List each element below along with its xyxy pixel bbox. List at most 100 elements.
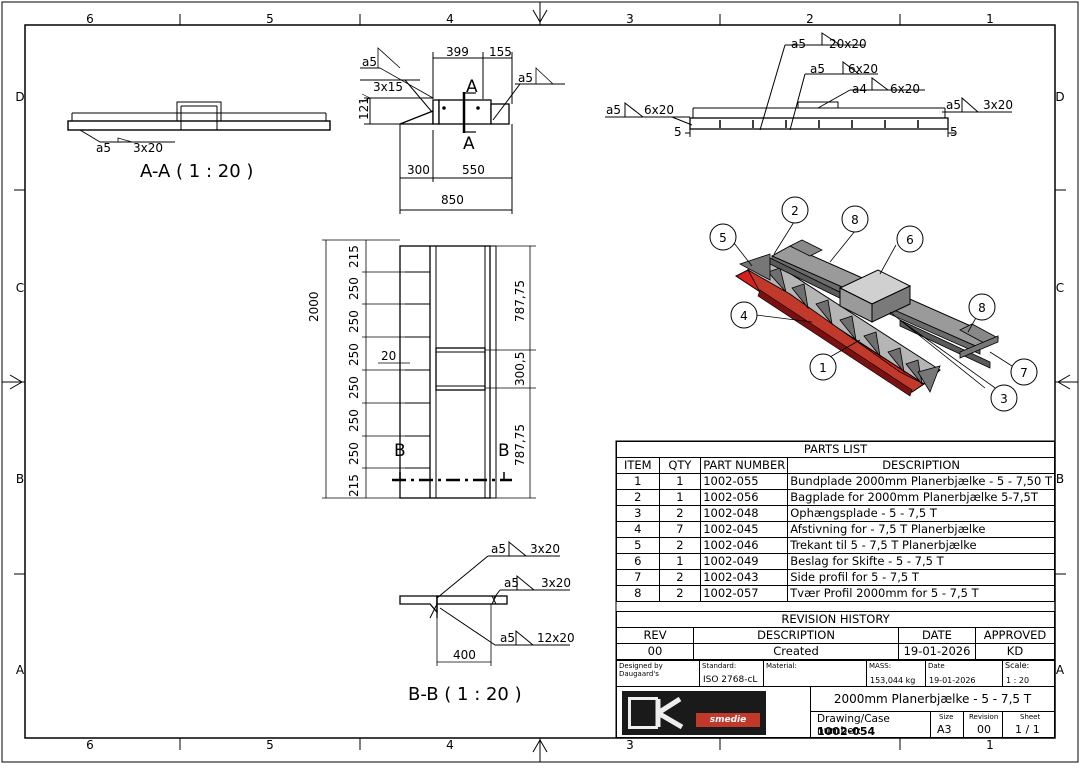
parts-list-table: PARTS LIST ITEM QTY PART NUMBER DESCRIPT…: [616, 441, 1055, 602]
cell: 7: [616, 569, 660, 586]
rev-header: APPROVED: [975, 627, 1055, 644]
weld-size: 6x20: [644, 103, 674, 117]
dimension: 215: [347, 245, 361, 268]
field-label: Sheet: [1020, 713, 1041, 721]
zone-col: 4: [446, 738, 454, 752]
dimension: 2000: [307, 291, 321, 322]
section-label: B: [394, 441, 406, 461]
material-cell: Material:: [763, 660, 867, 687]
weld-size: 3x20: [133, 141, 163, 155]
rev-header: DESCRIPTION: [693, 627, 899, 644]
cell: KD: [975, 643, 1055, 660]
cell: 3: [616, 505, 660, 522]
logo-mark-icon: [628, 697, 658, 729]
view-label-bb: B-B ( 1 : 20 ): [408, 684, 522, 705]
cell: 1002-056: [700, 489, 789, 506]
dimension: 550: [462, 163, 485, 177]
parts-header-description: DESCRIPTION: [787, 457, 1055, 474]
section-label: B: [498, 441, 510, 461]
field-label: Standard:: [702, 662, 737, 670]
zone-col: 3: [626, 12, 634, 26]
standard-cell: Standard: ISO 2768-cL: [699, 660, 764, 687]
cell: 19-01-2026: [898, 643, 976, 660]
field-label: MASS:: [869, 662, 892, 670]
company-logo: smedie: [622, 691, 766, 735]
revision-cell: Revision 00: [963, 711, 1003, 738]
revision-history-title: REVISION HISTORY: [616, 611, 1055, 628]
sheet-cell: Sheet 1 / 1: [1002, 711, 1055, 738]
weld-size: 3x20: [530, 542, 560, 556]
dimension: 250: [347, 409, 361, 432]
weld-size: 12x20: [537, 631, 575, 645]
logo-text: smedie: [696, 713, 760, 727]
zone-col: 3: [626, 738, 634, 752]
balloon-8b: [968, 293, 996, 321]
balloon-2: [781, 196, 809, 224]
field-label: Revision: [969, 713, 999, 721]
zone-row: B: [1056, 472, 1064, 486]
date-cell: Date 19-01-2026: [925, 660, 1003, 687]
view-label-aa: A-A ( 1 : 20 ): [140, 161, 253, 182]
zone-row: D: [1055, 90, 1064, 104]
balloon-6: [896, 225, 924, 253]
mass-cell: MASS: 153,044 kg: [866, 660, 926, 687]
balloon-7: [1010, 358, 1038, 386]
dimension: 121: [357, 97, 371, 120]
dimension: 5: [674, 125, 682, 139]
cell: Tvær Profil 2000mm for 5 - 7,5 T: [787, 585, 1055, 602]
field-label: Date: [928, 662, 945, 670]
dimension: 250: [347, 376, 361, 399]
balloon-label: 4: [740, 309, 748, 323]
weld-size: 6x20: [890, 82, 920, 96]
balloon-3: [990, 384, 1018, 412]
zone-col: 6: [86, 12, 94, 26]
size-cell: Size A3: [930, 711, 964, 738]
dimension: 850: [441, 193, 464, 207]
field-value: 153,044 kg: [870, 676, 916, 685]
logo-cell: smedie: [616, 686, 811, 738]
balloon-5: [709, 223, 737, 251]
dimension: 155: [489, 45, 512, 59]
annotations: A-A ( 1 : 20 ) B-B ( 1 : 20 ) a5 3x20 39…: [96, 37, 1013, 705]
cell: 1002-046: [700, 537, 789, 554]
field-label: Drawing/Case number:: [817, 713, 890, 737]
field-value: 1 : 20: [1006, 676, 1030, 685]
zone-col: 1: [986, 738, 994, 752]
balloon-leaders: [733, 221, 1013, 391]
dimension: 787,75: [513, 424, 527, 466]
scale-cell: Scale: 1 : 20: [1002, 660, 1055, 687]
field-value: 00: [977, 723, 991, 736]
parts-list-title: PARTS LIST: [616, 441, 1055, 458]
balloon-8a: [841, 205, 869, 233]
zone-row: A: [16, 663, 25, 677]
dimension: 20: [381, 349, 396, 363]
isometric-view: [735, 239, 1000, 397]
cell: 2: [658, 505, 702, 522]
dimension: 300: [407, 163, 430, 177]
field-value: Daugaard's: [619, 670, 659, 678]
cell: Side profil for 5 - 7,5 T: [787, 569, 1055, 586]
cell: 7: [658, 521, 702, 538]
balloon-label: 1: [819, 361, 827, 375]
cell: 00: [616, 643, 694, 660]
cell: 1002-055: [700, 473, 789, 490]
cell: 2: [658, 537, 702, 554]
cell: 1002-048: [700, 505, 789, 522]
zone-col: 2: [806, 12, 814, 26]
zone-row: B: [16, 472, 24, 486]
cell: 4: [616, 521, 660, 538]
dimension: 250: [347, 310, 361, 333]
parts-header-part-number: PART NUMBER: [700, 457, 789, 474]
cell: Afstivning for - 7,5 T Planerbjælke: [787, 521, 1055, 538]
dimension: 5: [950, 125, 958, 139]
cell: 1: [616, 473, 660, 490]
field-label: Size: [939, 713, 954, 721]
weld-symbol: a5: [810, 62, 825, 76]
